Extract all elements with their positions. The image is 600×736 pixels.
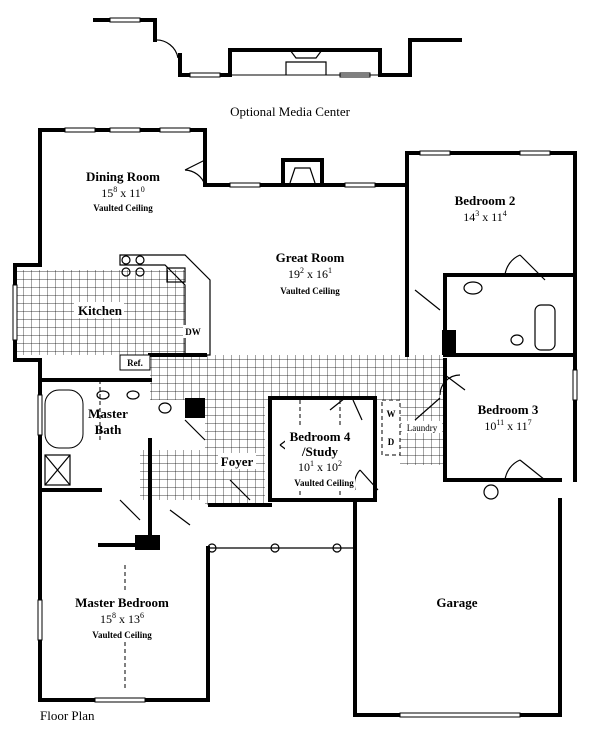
room-dimensions: 158 x 136 [100, 611, 144, 626]
room-master-bedroom: Master Bedroom 158 x 136 Vaulted Ceiling [65, 592, 180, 642]
room-name-line1: Bedroom 4 [290, 429, 351, 444]
room-master-bath: Master Bath [88, 406, 128, 437]
fixtures [44, 254, 556, 690]
room-laundry: W Laundry D [387, 409, 442, 447]
room-note: Vaulted Ceiling [280, 286, 340, 296]
room-bedroom-2: Bedroom 2 143 x 114 [455, 193, 516, 224]
room-bedroom-3: Bedroom 3 1011 x 117 [478, 402, 539, 433]
room-name: Bedroom 2 [455, 193, 516, 208]
room-garage: Garage [436, 595, 477, 610]
room-kitchen: Kitchen [78, 303, 123, 318]
media-center-plan [93, 17, 462, 78]
windows [12, 127, 578, 718]
room-name: Dining Room [86, 169, 160, 184]
floor-plan-caption: Floor Plan [40, 708, 95, 723]
room-name-line2: Bath [95, 422, 123, 437]
media-center-caption: Optional Media Center [230, 104, 351, 119]
room-name: Master Bedroom [75, 595, 169, 610]
washer-label: W [387, 409, 396, 419]
room-dimensions: 1011 x 117 [484, 418, 531, 433]
dryer-label: D [388, 437, 395, 447]
room-dimensions: 158 x 110 [101, 185, 145, 200]
room-note: Vaulted Ceiling [294, 478, 354, 488]
room-dimensions: 192 x 161 [288, 266, 332, 281]
room-dining: Dining Room 158 x 110 Vaulted Ceiling [86, 169, 160, 213]
room-name-line1: Master [88, 406, 128, 421]
room-dimensions: 143 x 114 [463, 209, 507, 224]
room-name: Bedroom 3 [478, 402, 539, 417]
room-foyer: Foyer [221, 454, 254, 469]
room-dimensions: 101 x 102 [298, 459, 342, 474]
laundry-label: Laundry [407, 423, 438, 433]
room-great: Great Room 192 x 161 Vaulted Ceiling [276, 250, 345, 296]
room-bedroom-4-study: Bedroom 4 /Study 101 x 102 Vaulted Ceili… [285, 428, 355, 490]
room-name-line2: /Study [301, 444, 339, 459]
room-note: Vaulted Ceiling [93, 203, 153, 213]
dishwasher-label: DW [185, 327, 201, 337]
room-name: Great Room [276, 250, 345, 265]
refrigerator-label: Ref. [127, 358, 143, 368]
doors [119, 159, 546, 526]
room-note: Vaulted Ceiling [92, 630, 152, 640]
